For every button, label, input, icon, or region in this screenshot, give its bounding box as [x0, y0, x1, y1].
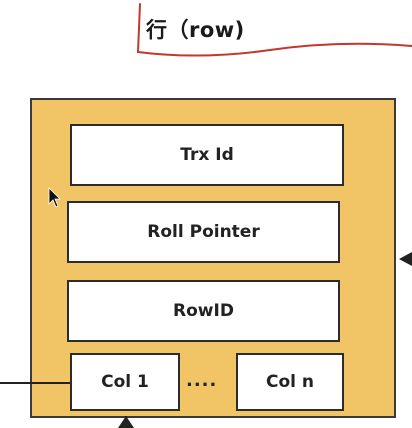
trx-id-field: Trx Id [70, 124, 344, 186]
row-id-label: RowID [173, 301, 234, 321]
col-1-field: Col 1 [70, 353, 180, 411]
col-1-label: Col 1 [101, 372, 149, 392]
col-n-label: Col n [265, 372, 314, 392]
right-arrow-head-icon [399, 252, 412, 266]
red-annotation-stroke [136, 3, 412, 57]
trx-id-label: Trx Id [180, 145, 234, 165]
col-n-field: Col n [236, 353, 344, 411]
diagram-title: 行（row) [146, 18, 245, 42]
columns-ellipsis: .... [186, 370, 218, 391]
row-id-field: RowID [67, 280, 340, 342]
roll-pointer-label: Roll Pointer [147, 222, 260, 242]
roll-pointer-field: Roll Pointer [67, 201, 340, 263]
